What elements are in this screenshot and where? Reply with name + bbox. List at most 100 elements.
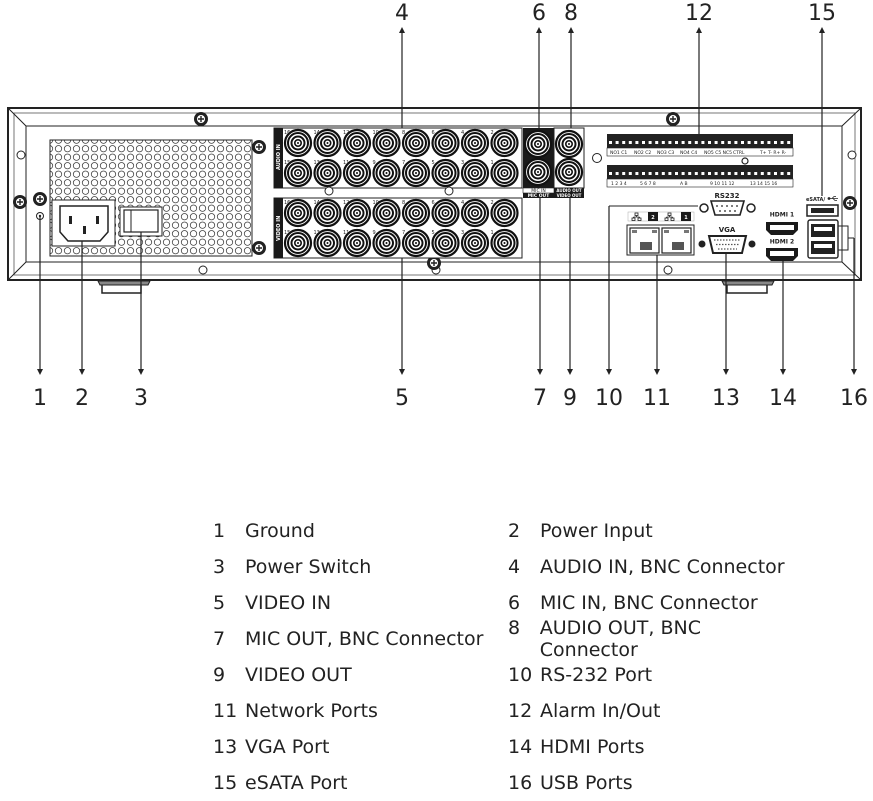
- bnc-channel-number: 15: [284, 230, 290, 236]
- terminal-pin: [760, 172, 764, 175]
- callout-number: 7: [533, 386, 547, 411]
- legend-number: 6: [508, 592, 521, 614]
- legend-label: AUDIO IN, BNC Connector: [540, 556, 785, 578]
- terminal-pin: [688, 141, 692, 144]
- alarm-label-2: NO2 C2: [634, 150, 651, 156]
- callout-number: 12: [685, 1, 713, 26]
- terminal-pin: [681, 172, 685, 175]
- bnc-connector: [431, 128, 460, 158]
- terminal-pin: [734, 141, 738, 144]
- rs232-label: RS232: [714, 192, 739, 200]
- alarm-in-label-3: A B: [680, 181, 688, 187]
- bnc-connector: [490, 198, 519, 228]
- alarm-label-3: NO3 C3: [657, 150, 674, 156]
- bnc-channel-number: 12: [343, 130, 349, 136]
- bnc-channel-number: 7: [402, 160, 405, 166]
- legend-label: VIDEO IN: [245, 592, 332, 614]
- terminal-pin: [648, 141, 652, 144]
- bnc-connector: [372, 228, 401, 258]
- legend-number: 1: [213, 520, 226, 542]
- bnc-connector: [431, 198, 460, 228]
- mic-in-label: MIC IN: [531, 188, 545, 194]
- terminal-pin: [774, 172, 777, 175]
- bnc-connector: [431, 228, 460, 258]
- terminal-pin: [668, 172, 672, 175]
- esata-usb: eSATA/: [806, 196, 849, 259]
- bnc-channel-number: 1: [491, 160, 494, 166]
- legend-label: Network Ports: [245, 700, 378, 722]
- mounting-hole: [741, 157, 749, 165]
- legend-item: 5 VIDEO IN: [213, 592, 508, 614]
- terminal-pin: [648, 172, 652, 175]
- terminal-pin: [747, 172, 751, 175]
- terminal-pin: [661, 141, 665, 144]
- lan-1-label: 1: [684, 215, 688, 221]
- bnc-channel-number: 14: [314, 200, 320, 206]
- terminal-pin: [767, 172, 771, 175]
- bnc-channel-number: 16: [284, 200, 290, 206]
- terminal-pin: [688, 172, 692, 175]
- callout-number: 6: [532, 1, 546, 26]
- callout-number: 2: [75, 386, 89, 411]
- terminal-pin: [655, 141, 659, 144]
- network-ports: 2 1: [626, 211, 695, 256]
- alarm-in-label-4: 9 10 11 12: [710, 181, 734, 187]
- audio-out-label: AUDIO OUT: [556, 188, 581, 193]
- bnc-connector: [401, 128, 431, 158]
- usb-icon: [827, 196, 838, 201]
- bnc-channel-number: 12: [343, 200, 349, 206]
- terminal-pin: [701, 172, 705, 175]
- terminal-pin: [767, 141, 771, 144]
- alarm-label-7: T+ T- R+ R-: [759, 150, 787, 156]
- terminal-pin: [622, 141, 626, 144]
- mic-out-label: MIC OUT: [528, 193, 551, 199]
- terminal-pin: [701, 141, 705, 144]
- legend-number: 3: [213, 556, 226, 578]
- hdmi-2-label: HDMI 2: [770, 239, 794, 246]
- callout-number: 13: [712, 386, 740, 411]
- terminal-pin: [655, 172, 659, 175]
- legend-number: 5: [213, 592, 226, 614]
- alarm-label-4: NO4 C4: [680, 150, 697, 156]
- terminal-pin: [628, 172, 632, 175]
- legend-label: USB Ports: [540, 772, 633, 794]
- callout-number: 5: [395, 386, 409, 411]
- power-input-socket: [59, 205, 109, 242]
- terminal-pin: [747, 141, 751, 144]
- terminal-pin: [754, 141, 758, 144]
- bnc-connector: [460, 228, 490, 258]
- lan-2-label: 2: [651, 215, 655, 221]
- bnc-connector: [401, 198, 431, 228]
- terminal-pin: [708, 172, 711, 175]
- bnc-channel-number: 3: [461, 230, 464, 236]
- legend-label: Ground: [245, 520, 315, 542]
- terminal-pin: [727, 141, 731, 144]
- bnc-channel-number: 13: [314, 160, 320, 166]
- callout-number: 4: [395, 1, 409, 26]
- alarm-in-label-1: 1 2 3 4: [611, 181, 627, 187]
- legend-label: RS-232 Port: [540, 664, 653, 686]
- callout-number: 3: [134, 386, 148, 411]
- terminal-pin: [754, 172, 758, 175]
- bnc-channel-number: 2: [491, 200, 494, 206]
- hdmi-1-label: HDMI 1: [770, 212, 794, 219]
- network-icon: [631, 212, 642, 221]
- callout-number: 14: [769, 386, 797, 411]
- legend-number: 11: [213, 700, 238, 722]
- bnc-channel-number: 4: [461, 130, 464, 136]
- legend-label: HDMI Ports: [540, 736, 645, 758]
- esata-label: eSATA/: [806, 197, 825, 203]
